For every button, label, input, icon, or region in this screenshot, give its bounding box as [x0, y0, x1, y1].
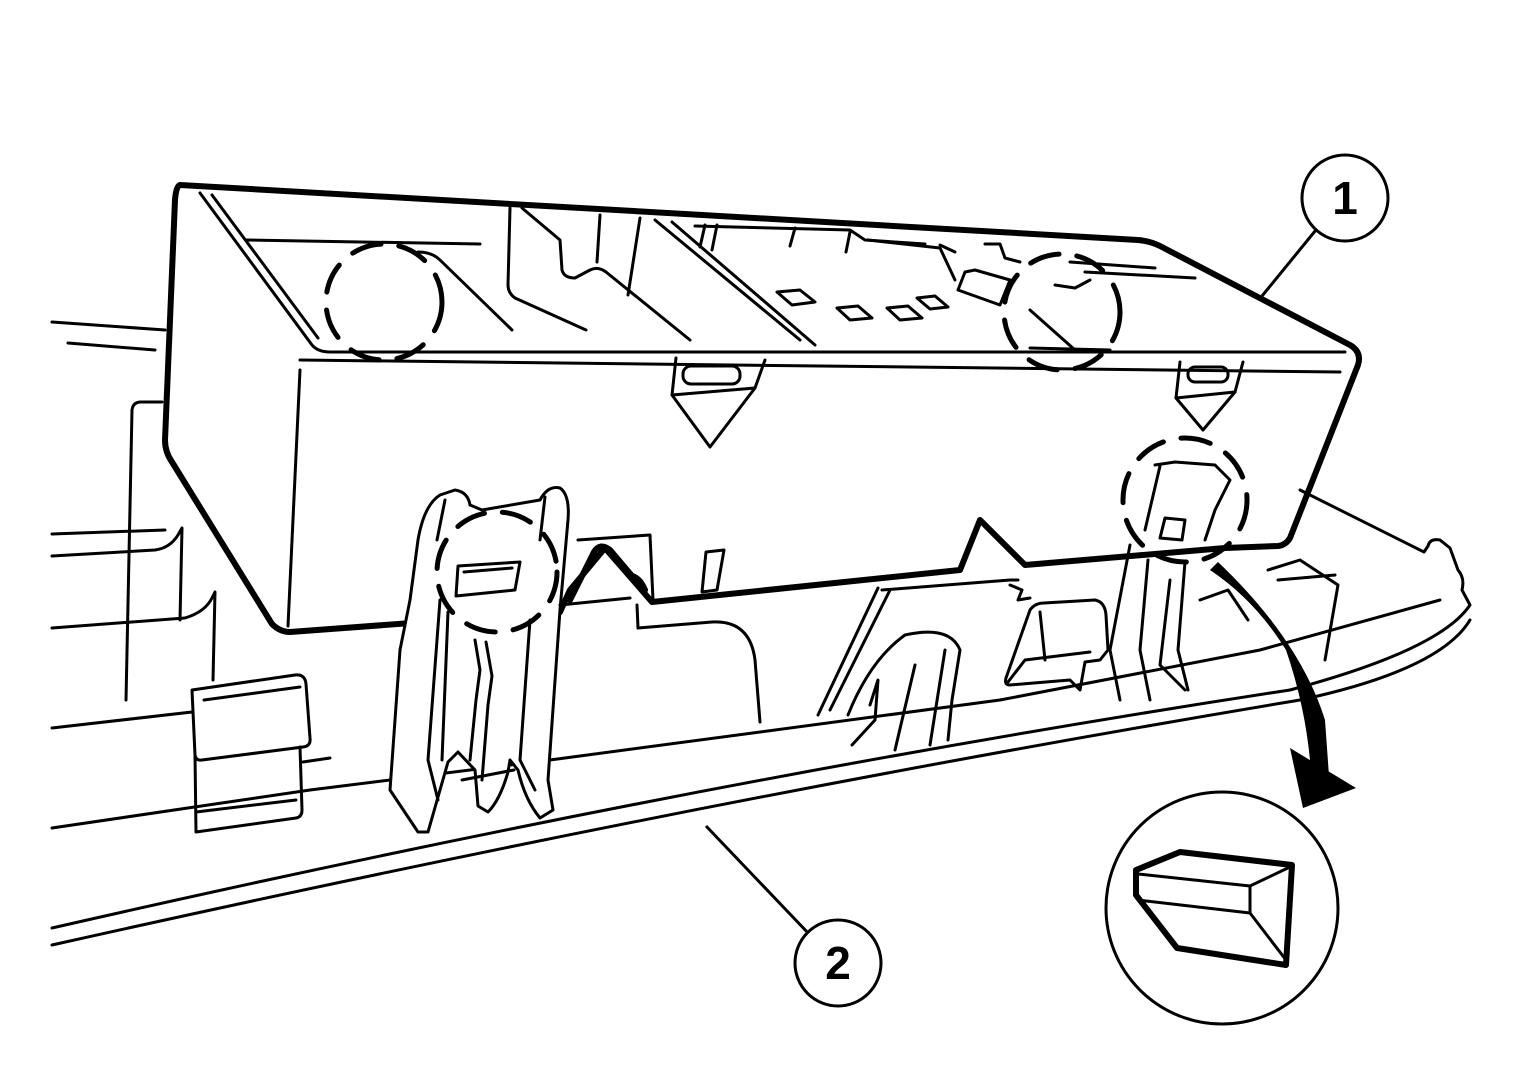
highlight-circle-lower-right [1120, 435, 1250, 565]
housing-tab-right [1174, 360, 1245, 432]
left-retainer-tab [190, 673, 332, 834]
callout-1: 1 [1260, 153, 1390, 297]
highlight-circle-top-left [323, 241, 445, 363]
callout-1-label: 1 [1332, 172, 1358, 224]
highlight-circle-top-right [1001, 251, 1123, 373]
left-bracket [558, 533, 762, 724]
center-bracket [816, 578, 1110, 752]
callout-2-label: 2 [825, 937, 851, 989]
left-background-structure [50, 320, 217, 730]
release-arrow-icon [1210, 562, 1356, 808]
right-spring-clip [1108, 460, 1340, 702]
retainer-detail-inset [1104, 790, 1340, 1026]
housing-tab-left [670, 356, 767, 449]
upper-housing [162, 182, 1362, 635]
callout-2: 2 [704, 824, 883, 1008]
highlight-circle-lower-left [434, 509, 560, 635]
left-spring-clip [388, 486, 570, 834]
